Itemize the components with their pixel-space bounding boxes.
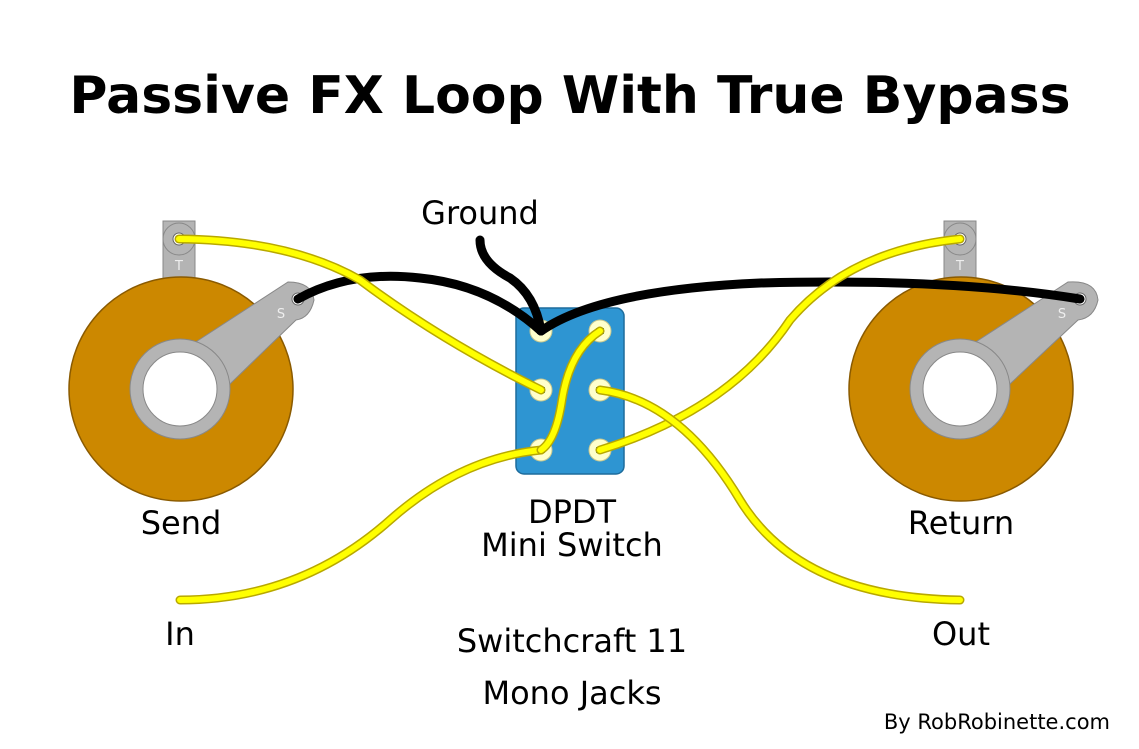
send-tip-label: T [174, 259, 183, 274]
jacks-label-line2: Mono Jacks [482, 674, 661, 712]
send-sleeve-label: S [277, 307, 285, 322]
switch-label-line2: Mini Switch [481, 526, 663, 564]
credit-text: By RobRobinette.com [884, 710, 1110, 734]
send-jack: T S [68, 220, 315, 502]
return-tip-label: T [955, 259, 964, 274]
wire-send-tip [176, 236, 544, 393]
ground-return-sleeve-wire [536, 277, 1085, 336]
signal-wires [174, 234, 965, 605]
send-label: Send [141, 504, 222, 542]
switch-label-line1: DPDT [528, 493, 617, 531]
send-jack-hole [142, 351, 218, 427]
wire-in [177, 447, 544, 603]
ground-wires [293, 235, 1085, 336]
in-label: In [165, 615, 195, 653]
diagram-title: Passive FX Loop With True Bypass [69, 66, 1070, 126]
return-jack-hole [922, 351, 998, 427]
ground-lead-wire [475, 235, 546, 336]
return-sleeve-label: S [1058, 307, 1066, 322]
return-jack: T S [848, 220, 1099, 502]
jacks-label-line1: Switchcraft 11 [457, 622, 687, 660]
ground-send-sleeve-wire [293, 271, 546, 336]
wire-out [597, 387, 963, 603]
return-label: Return [908, 504, 1014, 542]
ground-label: Ground [421, 194, 539, 232]
wire-jumper [538, 328, 603, 453]
out-label: Out [932, 615, 990, 653]
